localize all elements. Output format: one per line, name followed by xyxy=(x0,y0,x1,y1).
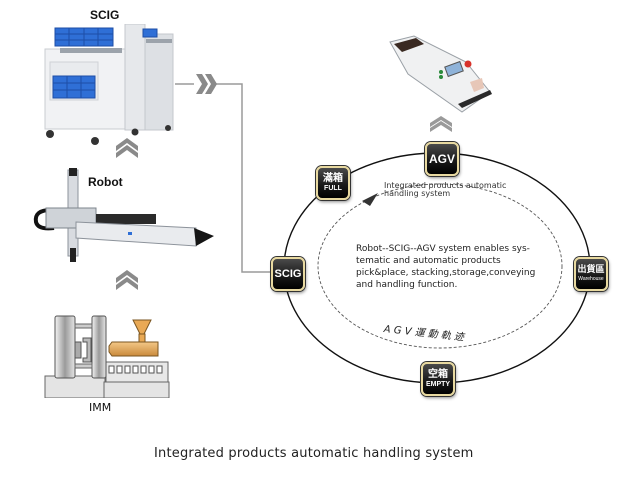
node-scig-label: SCIG xyxy=(274,267,302,280)
node-empty: 空箱 EMPTY xyxy=(421,362,455,396)
double-chevron-up-icon xyxy=(116,138,138,158)
node-empty-label: 空箱 xyxy=(428,369,448,380)
figure-caption: Integrated products automatic handling s… xyxy=(154,446,474,461)
inner-title-line-2: handling system xyxy=(384,189,451,198)
node-empty-sublabel: EMPTY xyxy=(425,381,451,388)
imm-image xyxy=(44,315,170,398)
imm-label: IMM xyxy=(89,401,112,414)
inner-title-line-1: Integrated products automatic xyxy=(384,181,507,190)
connector-line xyxy=(175,83,286,273)
node-agv-label: AGV xyxy=(428,152,455,166)
inner-title: Integrated products automatic handling s… xyxy=(384,182,506,198)
node-full-sublabel: FULL xyxy=(324,185,342,192)
description-line: and handling function. xyxy=(356,280,458,290)
node-warehouse-sublabel: Warehouse xyxy=(578,276,604,282)
description-line: pick&place, stacking,storage,conveying xyxy=(356,268,536,278)
node-warehouse: 出貨區 Warehouse xyxy=(574,257,608,291)
node-scig: SCIG xyxy=(271,257,305,291)
double-chevron-up-icon xyxy=(116,270,138,290)
scig-label: SCIG xyxy=(90,8,120,22)
description-line: Robot--SCIG--AGV system enables sys- xyxy=(356,244,530,254)
agv-vehicle-image xyxy=(389,35,492,113)
agv-motion-track xyxy=(317,183,563,349)
node-warehouse-label: 出貨區 xyxy=(577,265,605,275)
system-description: Robot--SCIG--AGV system enables sys- tem… xyxy=(356,243,535,291)
description-line: tematic and automatic products xyxy=(356,256,501,266)
node-full: 滿箱 FULL xyxy=(316,166,350,200)
node-full-label: 滿箱 xyxy=(323,173,343,184)
robot-image xyxy=(33,168,214,262)
double-chevron-up-icon xyxy=(430,116,452,132)
robot-label: Robot xyxy=(88,175,123,189)
crate-inside xyxy=(52,75,96,99)
node-agv: AGV xyxy=(425,142,459,176)
scig-machine-image xyxy=(44,24,174,145)
track-direction-arrow xyxy=(362,193,378,206)
double-chevron-right-icon xyxy=(196,74,217,94)
